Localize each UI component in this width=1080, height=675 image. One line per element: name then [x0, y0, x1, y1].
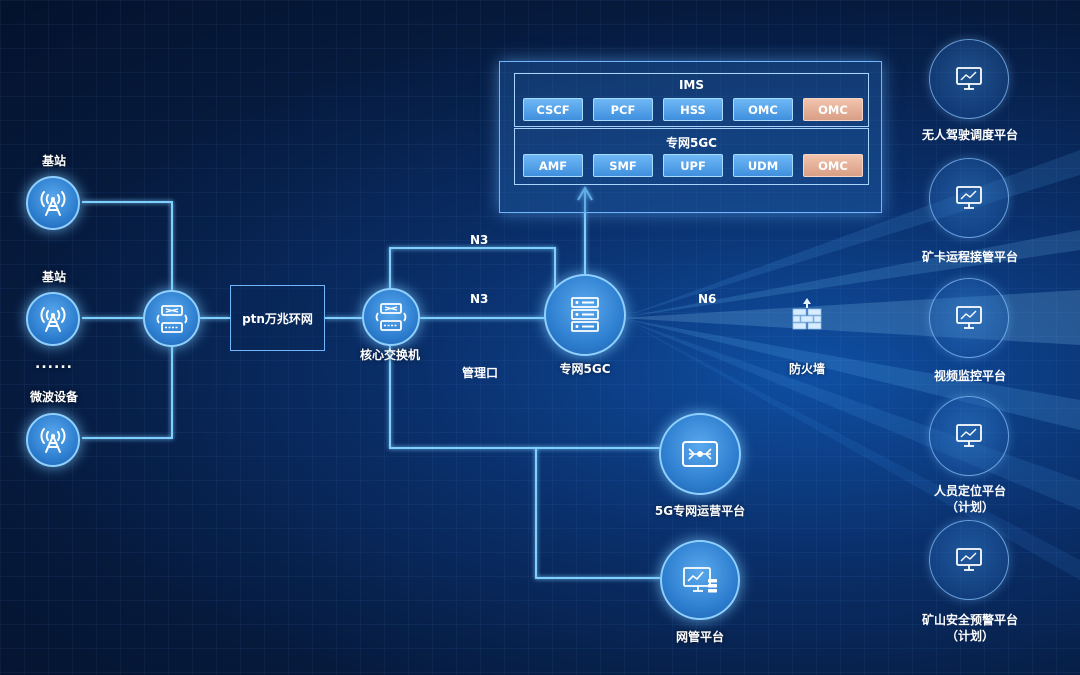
antenna-icon [40, 307, 66, 332]
ims-chip-cscf[interactable]: CSCF [523, 98, 583, 121]
base-station-node-2[interactable] [26, 292, 80, 346]
platform-node-4[interactable] [929, 396, 1009, 476]
nms-label: 网管平台 [675, 630, 725, 644]
platform-label-1-line1: 无人驾驶调度平台 [921, 128, 1019, 142]
mgmt-line [389, 346, 660, 449]
operations-screen-icon [682, 441, 718, 467]
ims-chip-omc-blue[interactable]: OMC [733, 98, 793, 121]
ptn-label: ptn万兆环网 [242, 312, 313, 326]
platform-node-1[interactable] [929, 39, 1009, 119]
server-icon [571, 297, 599, 332]
ims-title: IMS [678, 78, 705, 92]
ims-chip-pcf[interactable]: PCF [593, 98, 653, 121]
core-5gc-node[interactable] [544, 274, 626, 356]
core-5gc-title: 专网5GC [665, 136, 717, 150]
core-switch-label: 核心交换机 [359, 348, 421, 362]
platform-label-4: 人员定位平台 （计划） [934, 483, 1006, 515]
monitor-icon [956, 548, 982, 571]
platform-label-1: 无人驾驶调度平台 [922, 127, 1018, 143]
core-switch-node[interactable] [362, 288, 420, 346]
ellipsis: ...... [35, 356, 73, 372]
monitor-icon [956, 67, 982, 90]
core-chip-upf[interactable]: UPF [663, 154, 723, 177]
platform-label-2-line1: 矿卡运程接管平台 [921, 250, 1019, 264]
monitor-icon [956, 306, 982, 329]
platform-node-5[interactable] [929, 520, 1009, 600]
base-station-label-2: 基站 [41, 270, 67, 284]
firewall-label: 防火墙 [788, 362, 826, 376]
core-chip-omc[interactable]: OMC [803, 154, 863, 177]
ims-group: IMS CSCF PCF HSS OMC OMC [514, 73, 869, 127]
ptn-ring-box[interactable]: ptn万兆环网 [230, 285, 325, 351]
base-station-label-3: 微波设备 [29, 390, 79, 404]
core-chip-amf[interactable]: AMF [523, 154, 583, 177]
n3-mid-label: N3 [470, 292, 489, 306]
platform-label-5-line1: 矿山安全预警平台 [921, 613, 1019, 627]
n3-top-line [389, 247, 556, 318]
mgmt-port-label: 管理口 [462, 366, 499, 380]
platform-label-4-line2: （计划） [945, 500, 995, 514]
base-station-label-1: 基站 [41, 154, 67, 168]
ops-platform-node[interactable] [659, 413, 741, 495]
ims-chip-omc[interactable]: OMC [803, 98, 863, 121]
firewall-icon[interactable] [789, 296, 825, 332]
ops-platform-label: 5G专网运营平台 [654, 504, 746, 518]
platform-label-5-line2: （计划） [945, 629, 995, 643]
microwave-node[interactable] [26, 413, 80, 467]
switch-icon [375, 303, 407, 331]
platform-label-3: 视频监控平台 [934, 368, 1006, 384]
core-5gc-group: 专网5GC AMF SMF UPF UDM OMC [514, 128, 869, 185]
antenna-icon [40, 191, 66, 216]
monitor-icon [956, 424, 982, 447]
n3-top-label: N3 [470, 233, 489, 247]
platform-label-5: 矿山安全预警平台 （计划） [922, 612, 1018, 644]
base-station-node-1[interactable] [26, 176, 80, 230]
antenna-icon [40, 428, 66, 453]
platform-node-3[interactable] [929, 278, 1009, 358]
monitor-icon [956, 186, 982, 209]
core-chip-smf[interactable]: SMF [593, 154, 653, 177]
n6-label: N6 [698, 292, 717, 306]
platform-label-4-line1: 人员定位平台 [933, 484, 1007, 498]
platform-label-2: 矿卡运程接管平台 [922, 249, 1018, 265]
ims-chip-hss[interactable]: HSS [663, 98, 723, 121]
switch-icon [156, 304, 187, 333]
core-5gc-label: 专网5GC [559, 362, 611, 376]
core-chip-udm[interactable]: UDM [733, 154, 793, 177]
platform-node-2[interactable] [929, 158, 1009, 238]
nms-node[interactable] [660, 540, 740, 620]
platform-label-3-line1: 视频监控平台 [933, 369, 1007, 383]
core-network-panel: IMS CSCF PCF HSS OMC OMC 专网5GC AMF SMF U… [499, 61, 882, 213]
access-switch-node[interactable] [143, 290, 200, 347]
network-monitor-icon [683, 567, 717, 593]
